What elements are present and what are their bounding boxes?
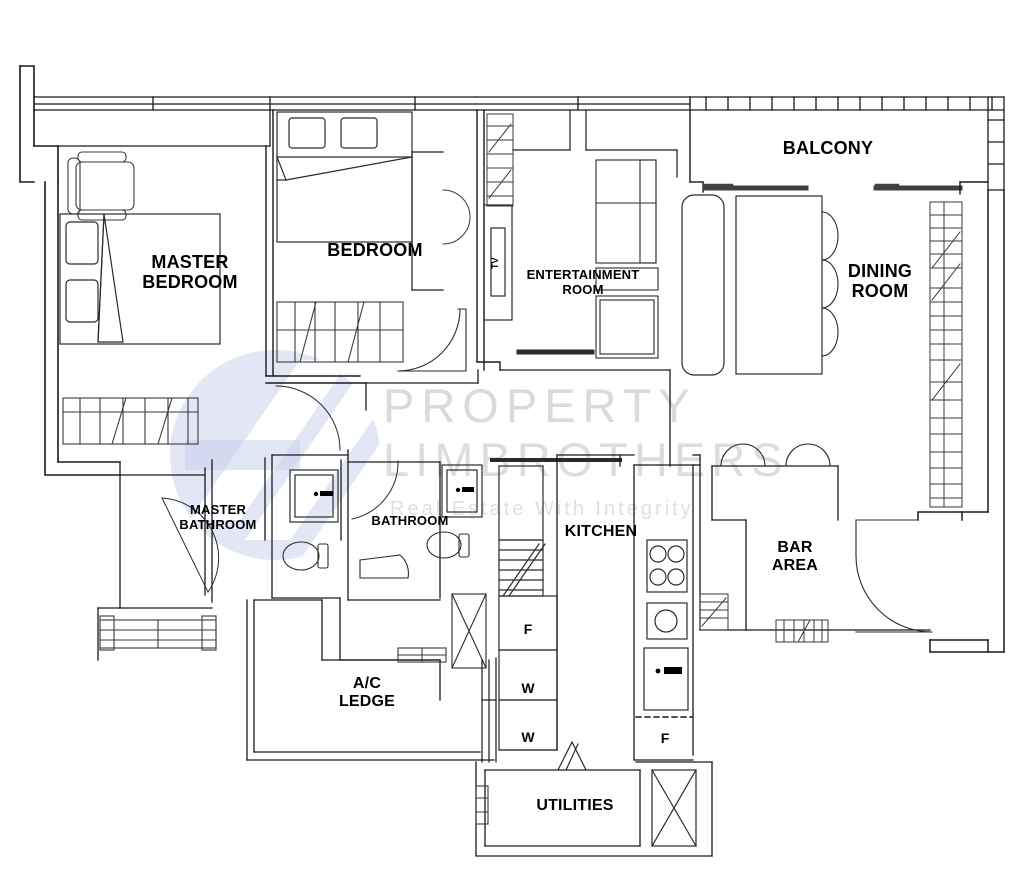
bedroom-bed bbox=[276, 111, 413, 243]
wall-exterior-left bbox=[44, 181, 121, 476]
dining-sideboard bbox=[681, 194, 725, 376]
wall-exterior-top bbox=[33, 96, 477, 111]
bar-side-cabinet bbox=[699, 593, 729, 631]
master-bathroom-door-swing bbox=[161, 497, 220, 593]
wall-entertainment-bottom bbox=[499, 369, 671, 467]
wall-balcony-bottom bbox=[689, 96, 704, 193]
kitchen-linen-press bbox=[451, 593, 487, 669]
wall-master-bedroom bbox=[57, 109, 271, 147]
bathroom-toilet bbox=[426, 531, 470, 559]
wall-exterior-right bbox=[917, 189, 1005, 653]
master-bathroom-window bbox=[99, 615, 217, 651]
wall-bathroom-2 bbox=[340, 459, 441, 601]
bathroom-door-swing bbox=[351, 460, 399, 520]
wall-exterior-top-mid bbox=[475, 96, 691, 111]
dining-wardrobe bbox=[929, 201, 963, 508]
master-bed bbox=[59, 213, 221, 345]
bathroom-door-swing-master bbox=[275, 385, 341, 451]
appliance-label-washer-upper: W bbox=[521, 680, 535, 696]
kitchen-entry-wall bbox=[556, 454, 635, 751]
bedroom-door-swing bbox=[397, 308, 467, 372]
appliance-label-fridge-right: F bbox=[660, 730, 670, 746]
utilities-walls bbox=[475, 761, 713, 857]
balcony-railing bbox=[689, 96, 1005, 111]
entry-wardrobe bbox=[486, 113, 514, 207]
bar-entry-door-swing bbox=[855, 519, 933, 633]
wall-entertainment bbox=[512, 109, 678, 178]
wall-master-right bbox=[265, 109, 367, 384]
kitchen-top-wall bbox=[692, 454, 701, 521]
tv-console bbox=[483, 204, 513, 321]
utilities-door-swing bbox=[557, 740, 587, 771]
master-bedroom-armchair bbox=[67, 151, 135, 221]
ac-ledge-walls bbox=[246, 599, 495, 761]
kitchen-left-cabinets bbox=[498, 465, 558, 751]
bedroom-wardrobe bbox=[276, 301, 404, 363]
ac-ledge-duct bbox=[481, 657, 497, 763]
bedroom-closet-wall bbox=[411, 151, 471, 291]
kitchen-hob bbox=[646, 539, 688, 593]
bar-counter bbox=[711, 465, 839, 631]
appliance-label-fridge-left: F bbox=[523, 621, 533, 637]
wall-top-left-stub bbox=[19, 65, 59, 183]
dining-chairs bbox=[821, 211, 839, 357]
corridor-walls bbox=[365, 369, 479, 411]
bathroom-basin bbox=[359, 554, 409, 579]
kitchen-washer-unit bbox=[643, 647, 689, 711]
wall-bathroom bbox=[264, 449, 441, 661]
appliance-label-washer-lower: W bbox=[521, 729, 535, 745]
kitchen-sink bbox=[646, 602, 688, 640]
kitchen-right-column bbox=[633, 464, 694, 761]
utilities-window bbox=[475, 785, 489, 825]
wall-entertainment-left bbox=[476, 109, 501, 371]
bar-area-walls bbox=[699, 519, 931, 631]
wall-balcony-right-return bbox=[959, 181, 989, 195]
master-bedroom-wardrobe bbox=[62, 397, 199, 445]
balcony-railing-right bbox=[987, 96, 1005, 191]
bar-stools bbox=[720, 443, 831, 467]
bar-low-cabinet bbox=[775, 619, 829, 643]
appliance-label-tv: TV bbox=[490, 257, 500, 269]
master-toilet bbox=[282, 541, 329, 571]
sofa-set bbox=[595, 159, 659, 359]
dining-table bbox=[735, 195, 823, 375]
master-shower-tray bbox=[289, 469, 339, 523]
bathroom-shower-tray bbox=[441, 464, 483, 518]
ac-ledge-counter-edge bbox=[397, 647, 447, 663]
utilities-storage bbox=[651, 769, 697, 847]
